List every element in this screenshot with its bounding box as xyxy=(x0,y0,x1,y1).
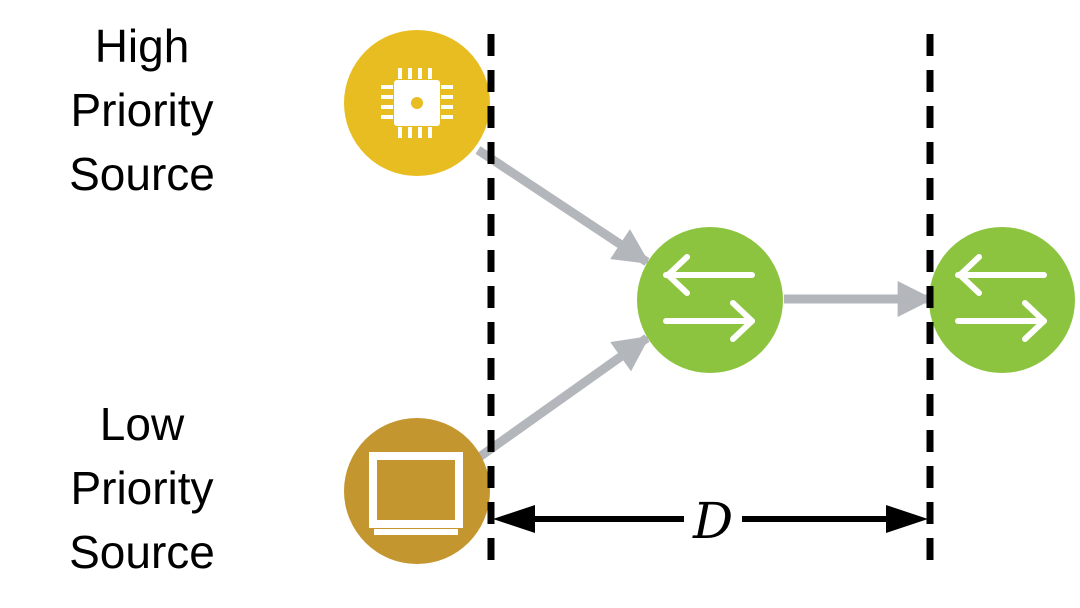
chip-icon xyxy=(381,68,453,138)
high-label-line-1: High xyxy=(94,20,190,72)
link-low-to-switch xyxy=(475,334,650,462)
high-priority-source-label: High Priority Source xyxy=(52,14,232,206)
distance-arrow: D xyxy=(493,492,928,550)
monitor-icon xyxy=(369,452,463,535)
low-label-line-2: Priority xyxy=(70,462,214,514)
high-label-line-2: Priority xyxy=(70,84,214,136)
low-priority-source-label: Low Priority Source xyxy=(52,392,232,584)
switch-node-2 xyxy=(929,227,1075,373)
switch-node-1 xyxy=(637,227,783,373)
high-priority-source-node xyxy=(344,30,490,176)
switch-arrows-icon xyxy=(955,254,1047,342)
low-label-line-3: Source xyxy=(69,526,215,578)
distance-label: D xyxy=(692,492,733,550)
low-priority-source-node xyxy=(344,418,490,564)
high-label-line-3: Source xyxy=(69,148,215,200)
switch-arrows-icon xyxy=(663,254,755,342)
low-label-line-1: Low xyxy=(99,398,185,450)
link-high-to-switch xyxy=(475,146,651,266)
